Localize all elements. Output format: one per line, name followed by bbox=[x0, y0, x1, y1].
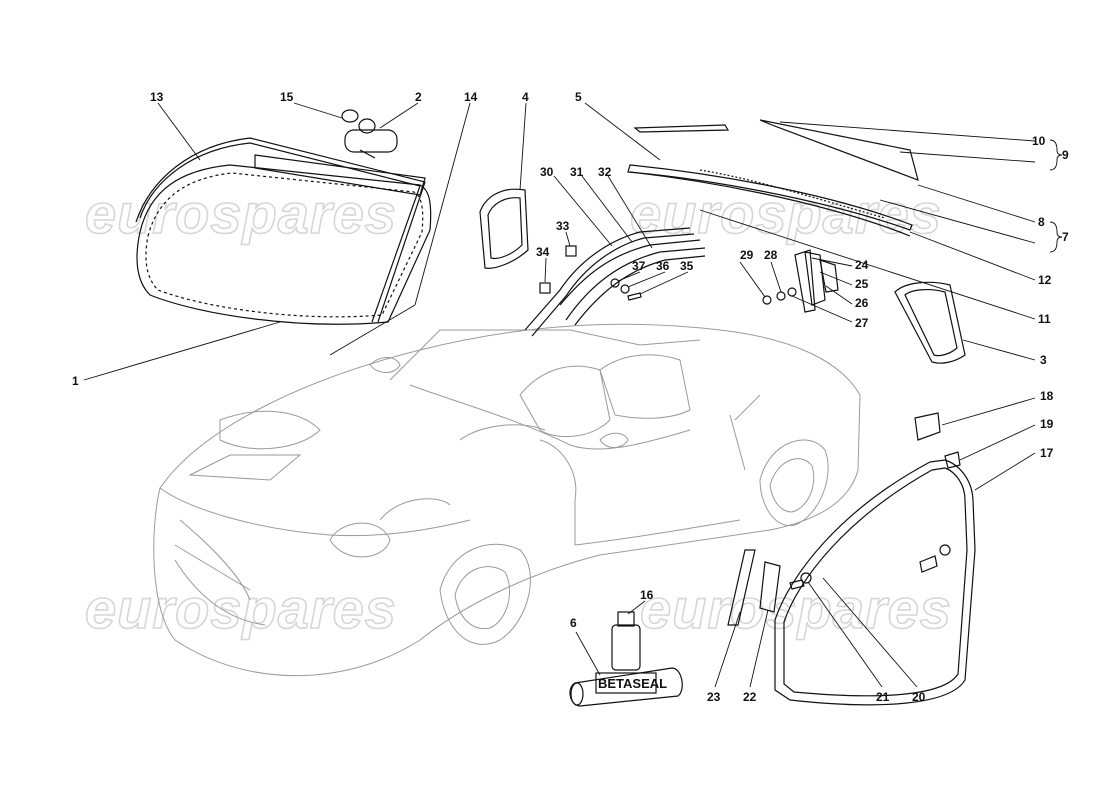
windscreen bbox=[135, 137, 432, 325]
callout-7: 7 bbox=[1062, 230, 1069, 244]
callout-37: 37 bbox=[632, 259, 646, 273]
callout-31: 31 bbox=[570, 165, 584, 179]
callout-34: 34 bbox=[536, 245, 550, 259]
callout-16: 16 bbox=[640, 588, 654, 602]
callout-6: 6 bbox=[570, 616, 577, 630]
leader-lines bbox=[83, 102, 1063, 688]
callout-19: 19 bbox=[1040, 417, 1054, 431]
callout-20: 20 bbox=[912, 690, 926, 704]
callout-23: 23 bbox=[707, 690, 721, 704]
callout-13: 13 bbox=[150, 90, 164, 104]
callout-3: 3 bbox=[1040, 353, 1047, 367]
callout-24: 24 bbox=[855, 258, 869, 272]
callout-14: 14 bbox=[464, 90, 478, 104]
quarter-glass-right bbox=[894, 281, 966, 364]
callout-17: 17 bbox=[1040, 446, 1054, 460]
callout-26: 26 bbox=[855, 296, 869, 310]
callout-labels: 1 2 3 4 5 6 7 8 9 10 11 12 13 14 15 16 1… bbox=[72, 90, 1069, 704]
callout-12: 12 bbox=[1038, 273, 1052, 287]
sealant-label: BETASEAL bbox=[598, 676, 667, 691]
callout-21: 21 bbox=[876, 690, 890, 704]
callout-28: 28 bbox=[764, 248, 778, 262]
watermark-top-left: eurospares bbox=[85, 182, 397, 245]
callout-27: 27 bbox=[855, 316, 869, 330]
callout-32: 32 bbox=[598, 165, 612, 179]
callout-29: 29 bbox=[740, 248, 754, 262]
car-outline bbox=[153, 323, 861, 677]
rear-view-mirror bbox=[341, 109, 398, 159]
callout-2: 2 bbox=[415, 90, 422, 104]
callout-4: 4 bbox=[522, 90, 529, 104]
callout-33: 33 bbox=[556, 219, 570, 233]
door-seal bbox=[727, 412, 976, 706]
callout-5: 5 bbox=[575, 90, 582, 104]
sealant-kit: BETASEAL bbox=[569, 611, 683, 707]
watermark-bottom-right: eurospares bbox=[640, 577, 952, 640]
callout-9: 9 bbox=[1062, 148, 1069, 162]
callout-18: 18 bbox=[1040, 389, 1054, 403]
callout-10: 10 bbox=[1032, 134, 1046, 148]
callout-30: 30 bbox=[540, 165, 554, 179]
callout-35: 35 bbox=[680, 259, 694, 273]
callout-22: 22 bbox=[743, 690, 757, 704]
callout-25: 25 bbox=[855, 277, 869, 291]
quarter-glass-left bbox=[479, 188, 529, 269]
callout-1: 1 bbox=[72, 374, 79, 388]
watermark-bottom-left: eurospares bbox=[85, 577, 397, 640]
callout-8: 8 bbox=[1038, 215, 1045, 229]
roof-seals bbox=[524, 227, 706, 337]
callout-15: 15 bbox=[280, 90, 294, 104]
roof-rails bbox=[627, 119, 919, 237]
callout-36: 36 bbox=[656, 259, 670, 273]
fasteners bbox=[539, 245, 839, 313]
watermarks: eurospares eurospares eurospares eurospa… bbox=[84, 181, 952, 641]
callout-11: 11 bbox=[1038, 312, 1051, 326]
